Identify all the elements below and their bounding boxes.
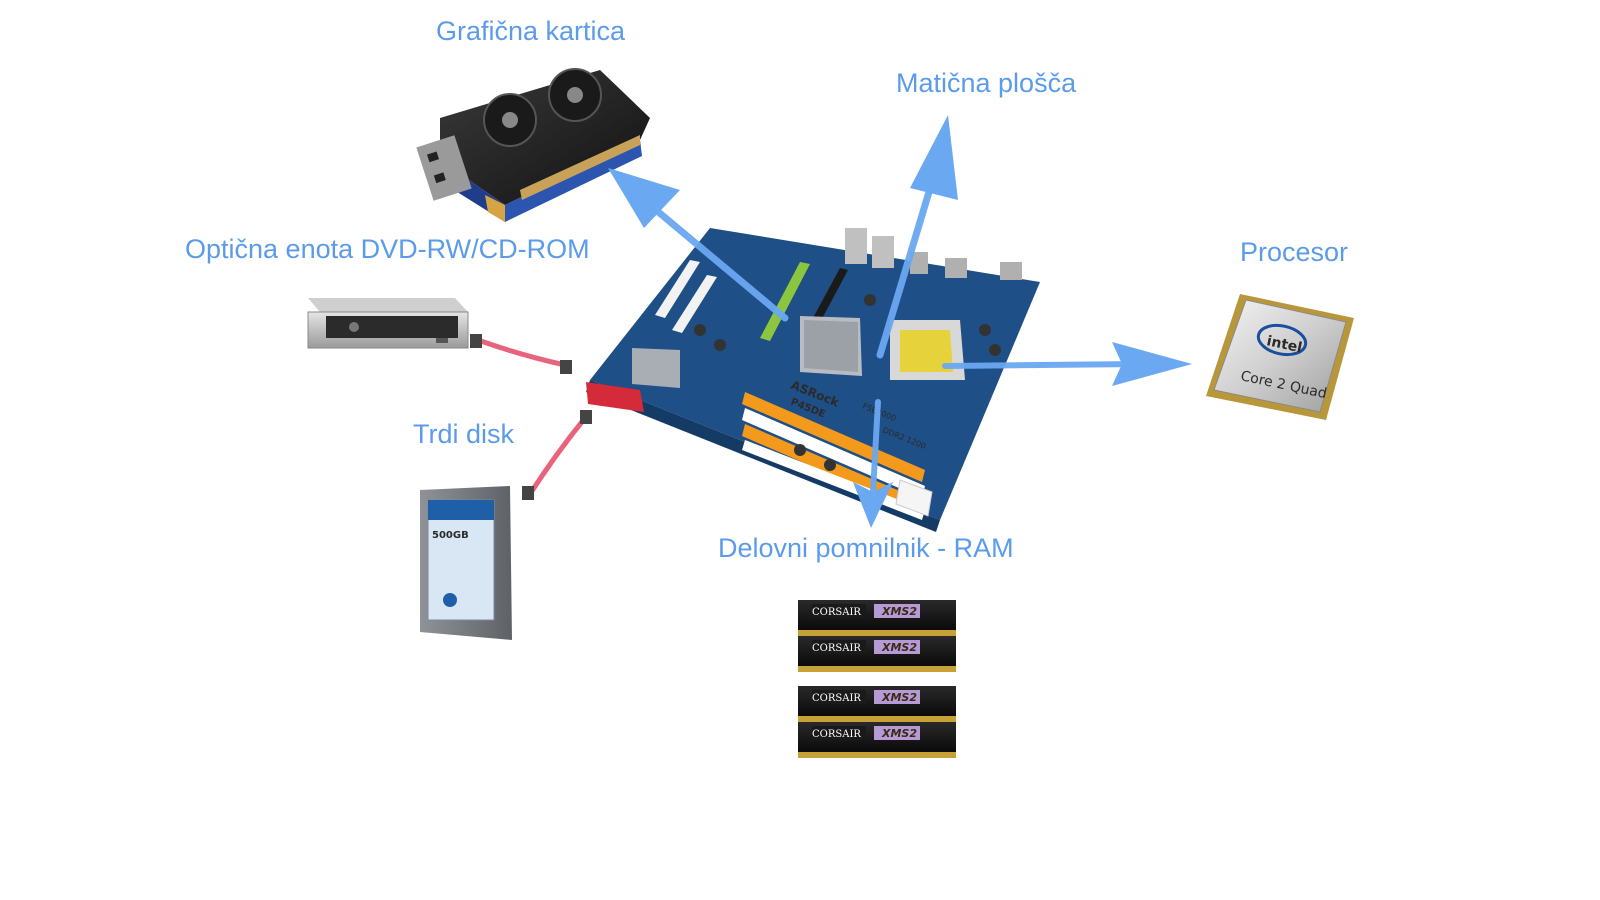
hard-disk-label: Trdi disk	[413, 419, 515, 449]
sata-cable-hdd	[522, 410, 592, 500]
hard-disk-image: 500GB	[420, 486, 512, 640]
arrow-to-graphics-card	[608, 168, 789, 322]
optical-drive-label: Optična enota DVD-RW/CD-ROM	[185, 234, 590, 264]
ram-brand-text: CORSAIR	[812, 643, 861, 654]
arrow-to-processor	[942, 342, 1192, 386]
arrow-to-motherboard	[876, 115, 958, 359]
sata-cable-dvd	[470, 334, 572, 374]
ram-stick: CORSAIR XMS2	[798, 722, 956, 758]
motherboard-label: Matična plošča	[896, 68, 1077, 98]
ram-stick: CORSAIR XMS2	[798, 636, 956, 672]
ram-series-text: XMS2	[881, 727, 917, 740]
cpu-brand-text: intel	[1265, 333, 1303, 356]
processor-image: intel Core 2 Quad	[1206, 294, 1354, 420]
optical-drive-image	[307, 298, 469, 349]
ram-brand-text: CORSAIR	[812, 693, 861, 704]
graphics-card-image	[416, 68, 650, 222]
ram-label: Delovni pomnilnik - RAM	[718, 533, 1014, 563]
ram-series-text: XMS2	[881, 641, 917, 654]
hdd-capacity-text: 500GB	[432, 530, 469, 541]
ram-stick: CORSAIR XMS2	[798, 686, 956, 722]
arrow-to-ram	[853, 399, 893, 528]
ram-brand-text: CORSAIR	[812, 729, 861, 740]
processor-label: Procesor	[1240, 237, 1349, 267]
motherboard-image: ASRock P45DE FSB2000 DDR2 1200	[586, 228, 1040, 532]
graphics-card-label: Grafična kartica	[436, 16, 626, 46]
ram-brand-text: CORSAIR	[812, 607, 861, 618]
ram-series-text: XMS2	[881, 605, 917, 618]
ram-modules-image: CORSAIR XMS2 CORSAIR XMS2 CORSAIR XMS2 C…	[798, 600, 956, 758]
ram-stick: CORSAIR XMS2	[798, 600, 956, 636]
ram-series-text: XMS2	[881, 691, 917, 704]
